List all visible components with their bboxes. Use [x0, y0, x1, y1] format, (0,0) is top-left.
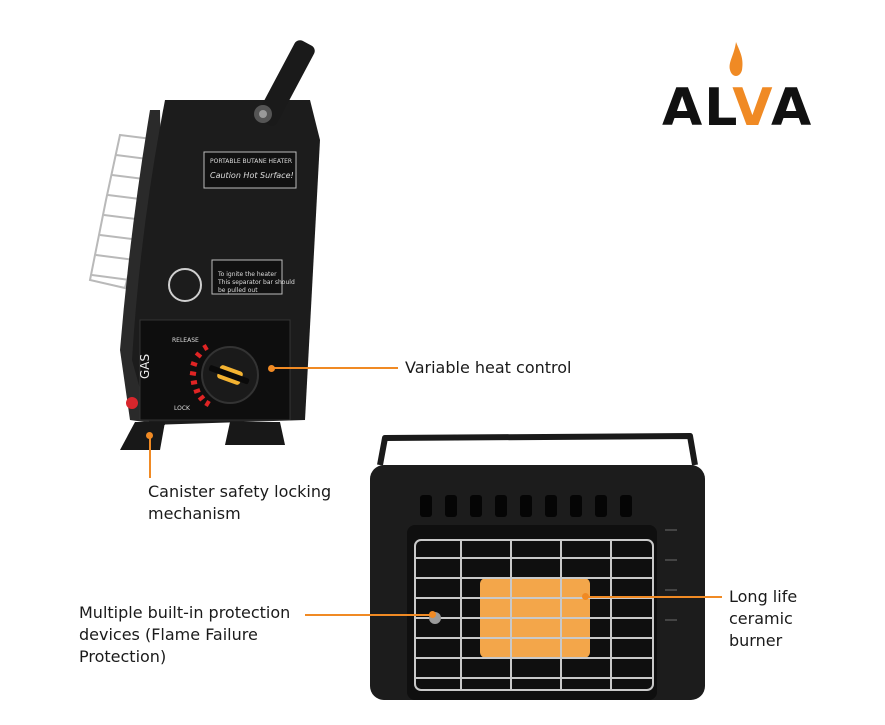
- burner-line: [586, 596, 722, 598]
- protection-label-line2: devices (Flame Failure: [79, 625, 258, 644]
- ignite-button: [126, 397, 138, 409]
- igniter-ring: [168, 268, 202, 302]
- brand-logo: ALVA: [660, 40, 811, 140]
- brand-name-accent: V: [732, 78, 771, 138]
- release-label: RELEASE: [172, 337, 199, 344]
- burner-label-line3: burner: [729, 631, 783, 650]
- carry-handle: [257, 40, 315, 126]
- heat-level-scale: [189, 343, 211, 408]
- brand-name-prefix: AL: [662, 78, 733, 138]
- canister-label-line1: Canister safety locking: [148, 482, 332, 501]
- heat-control-line: [272, 367, 398, 369]
- plate-line1: PORTABLE BUTANE HEATER: [210, 158, 292, 165]
- burner-pointer: [582, 593, 589, 600]
- heat-control-pointer: [268, 365, 275, 372]
- protection-pointer: [429, 611, 436, 618]
- canister-pointer: [146, 432, 153, 439]
- burner-label-line2: ceramic: [729, 609, 793, 628]
- front-vents: [420, 495, 632, 517]
- heater-front-view: [370, 433, 705, 700]
- ignite-label: [211, 259, 283, 295]
- gas-label: GAS: [138, 354, 152, 379]
- lock-label: LOCK: [174, 405, 191, 412]
- heat-control-label: Variable heat control: [405, 358, 572, 377]
- canister-line: [149, 436, 151, 478]
- protection-line: [305, 614, 431, 616]
- plate-line2: Caution Hot Surface!: [210, 171, 294, 180]
- front-wire-grille: [414, 539, 654, 691]
- heater-side-view: PORTABLE BUTANE HEATER Caution Hot Surfa…: [88, 40, 320, 450]
- protection-label-line1: Multiple built-in protection: [79, 603, 291, 622]
- ignite-line2: This separator bar should: [217, 279, 295, 286]
- canister-label-line2: mechanism: [148, 504, 241, 523]
- burner-label-line1: Long life: [729, 587, 798, 606]
- ignite-line3: be pulled out: [218, 287, 258, 294]
- flame-icon: [729, 42, 743, 76]
- ignite-line1: To ignite the heater: [217, 271, 277, 278]
- protection-label-line3: Protection): [79, 647, 167, 666]
- brand-name-suffix: A: [770, 78, 814, 138]
- caution-plate: [203, 151, 297, 189]
